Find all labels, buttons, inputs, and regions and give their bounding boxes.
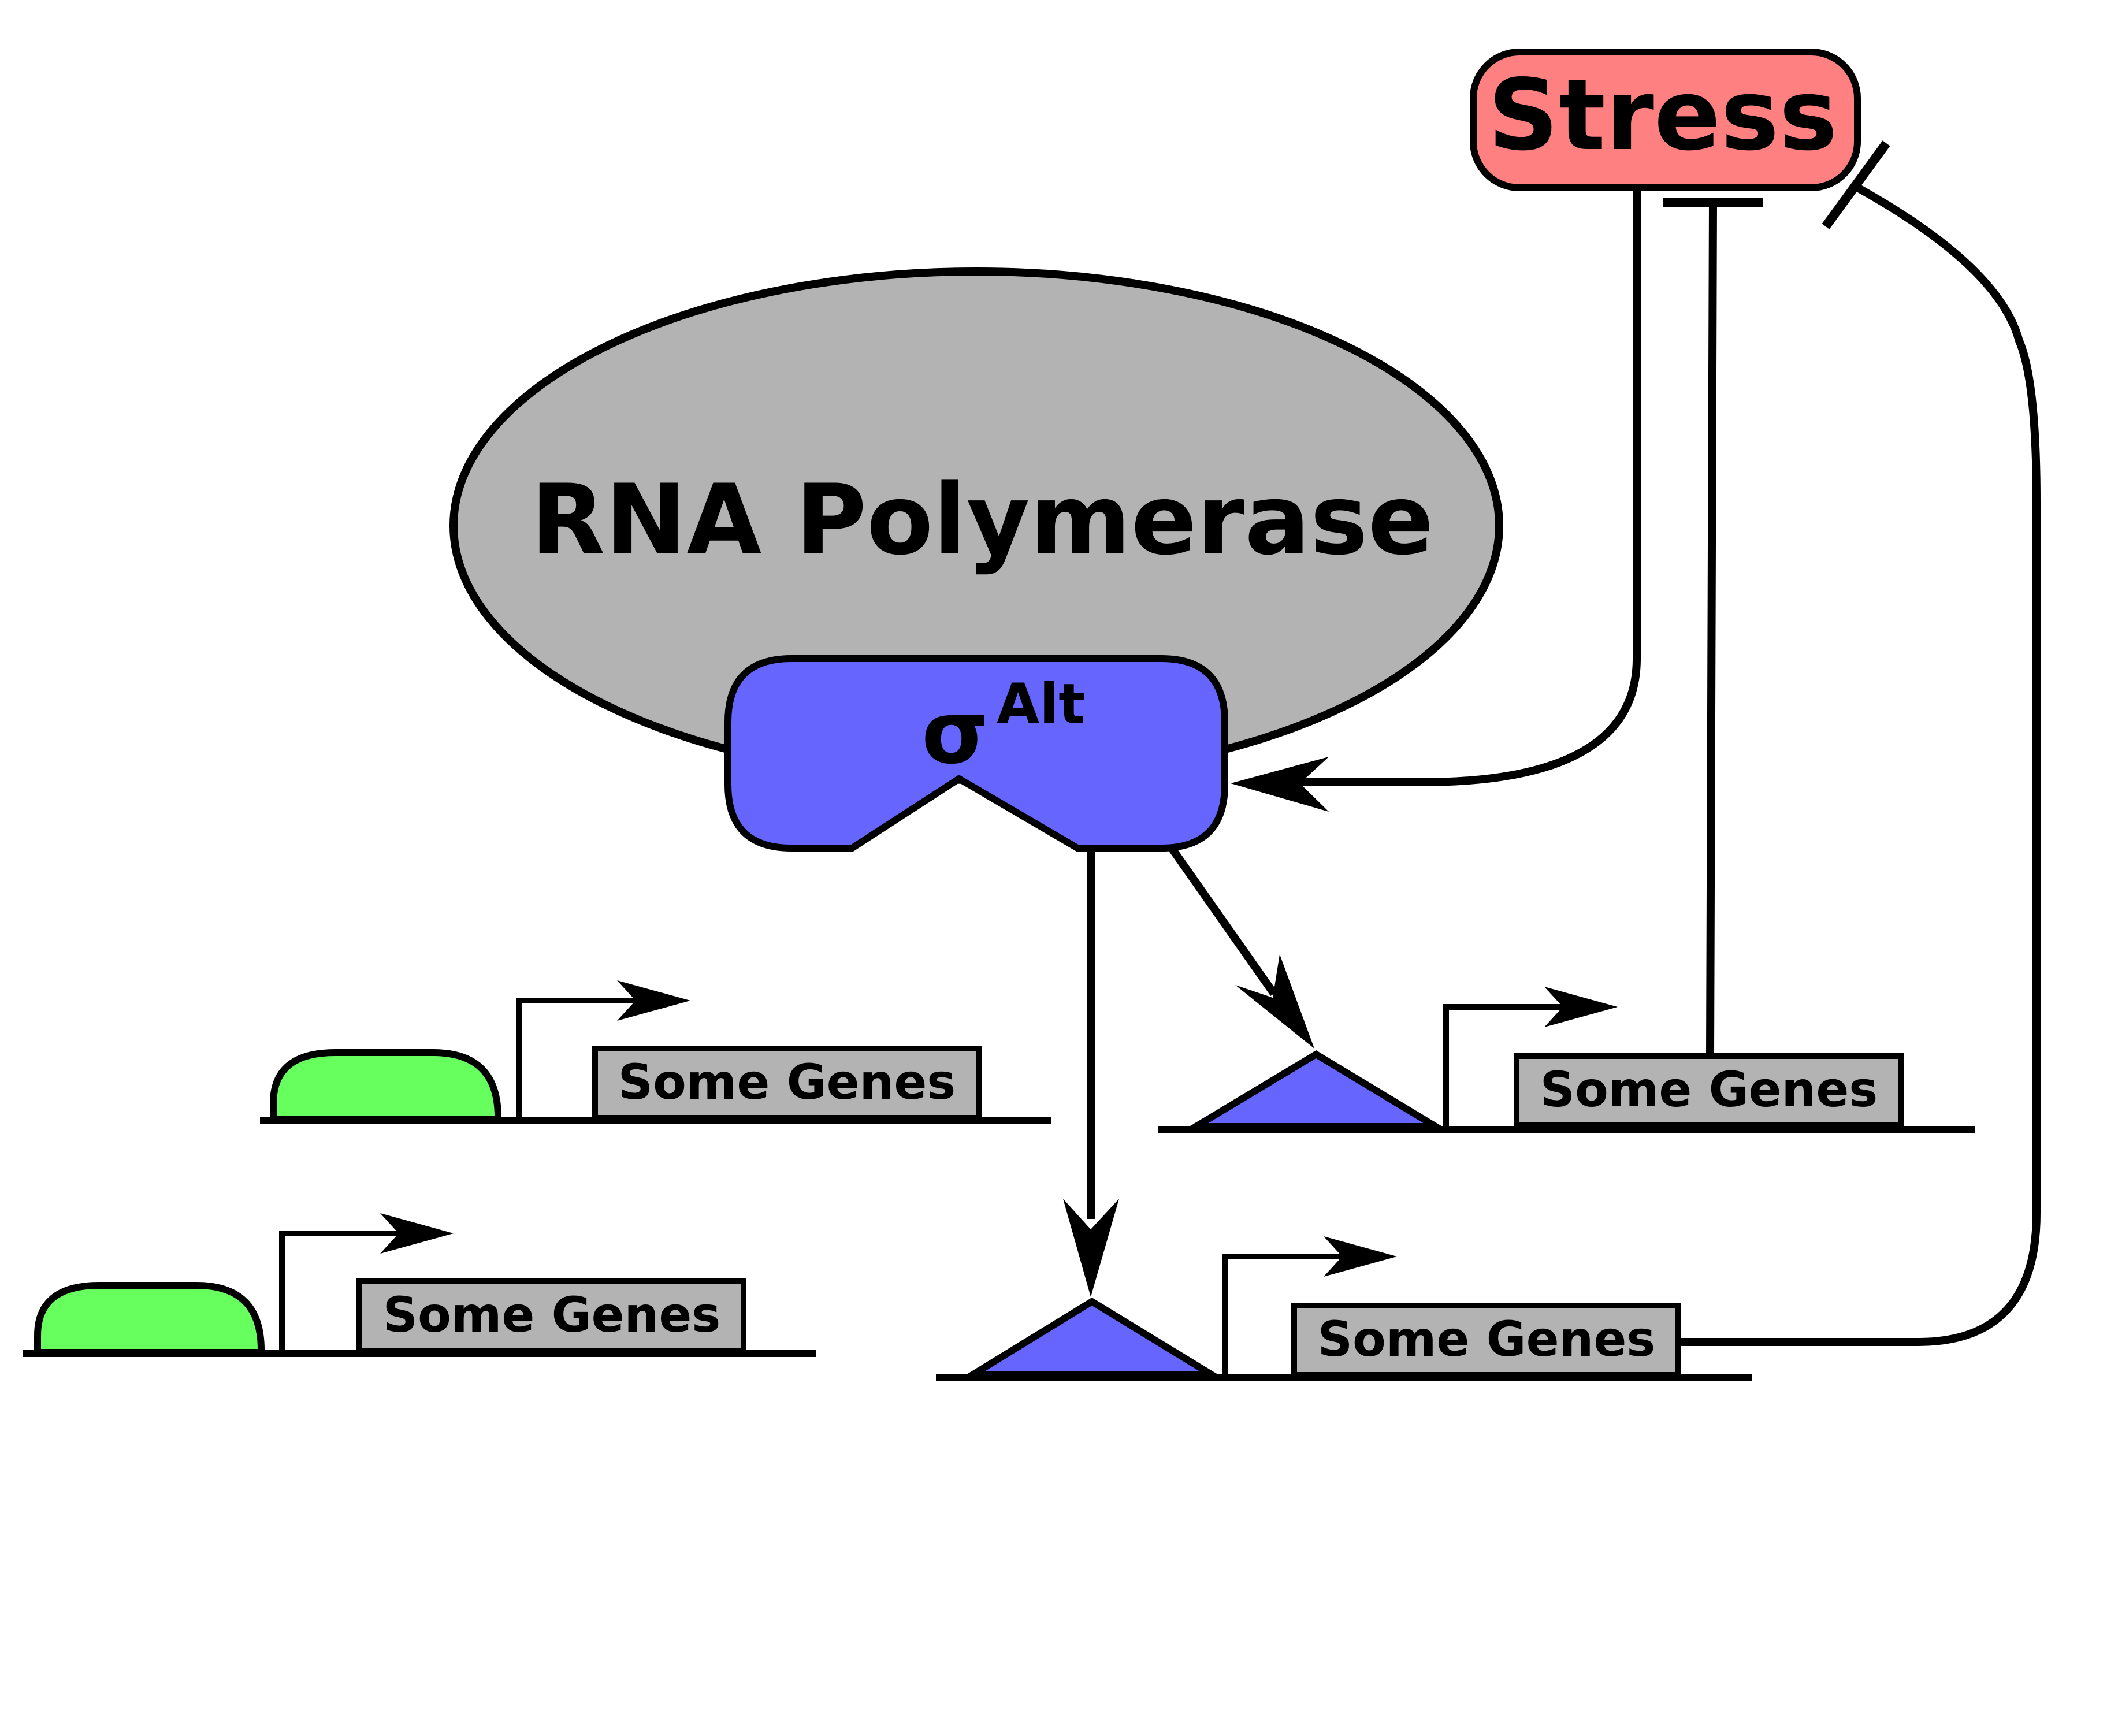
transcription-start-arrow	[1443, 1004, 1566, 1127]
gene-cassette-upper-right: Some Genes	[1158, 987, 1975, 1133]
gene-cassette-upper-left: Some Genes	[260, 980, 1051, 1124]
stress-activates-sigma-arrowhead	[1231, 757, 1329, 812]
lower-gene-inhibits-stress-edge	[1677, 182, 2041, 1346]
sigma-superscript: Alt	[997, 672, 1085, 737]
gene-label: Some Genes	[383, 1287, 721, 1343]
stress-activates-sigma-edge	[1256, 188, 1641, 787]
gene-label: Some Genes	[1540, 1061, 1878, 1118]
gene-label: Some Genes	[618, 1054, 956, 1110]
transcription-start-arrow	[516, 998, 637, 1120]
stress-label: Stress	[1488, 58, 1837, 173]
constitutive-promoter	[34, 1282, 265, 1356]
sigma-promoter	[1183, 1050, 1448, 1130]
gene-box	[1291, 1303, 1681, 1378]
gene-box	[356, 1278, 746, 1354]
transcription-arrowhead	[380, 1213, 454, 1254]
gene-box	[592, 1046, 982, 1121]
gene-label: Some Genes	[1318, 1311, 1656, 1367]
transcription-start-arrow	[1222, 1254, 1345, 1375]
sigma-activates-lower-promoter-arrowhead	[1063, 1199, 1119, 1297]
upper-gene-inhibits-stress-edge	[1706, 202, 1717, 1057]
transcription-arrowhead	[1324, 1236, 1397, 1277]
gene-box	[1514, 1053, 1904, 1128]
sigma-alt-factor	[724, 655, 1228, 852]
stress-node	[1470, 49, 1861, 191]
sigma-activates-upper-promoter-edge	[1168, 845, 1277, 997]
rna-polymerase-label: RNA Polymerase	[530, 463, 1433, 577]
transcription-arrowhead	[1544, 987, 1618, 1027]
sigma-promoter	[960, 1297, 1225, 1378]
gene-cassette-lower-right: Some Genes	[936, 1236, 1752, 1381]
transcription-start-arrow	[279, 1231, 400, 1352]
constitutive-promoter	[270, 1049, 501, 1123]
transcription-arrowhead	[617, 980, 690, 1021]
gene-cassette-lower-left: Some Genes	[23, 1213, 816, 1357]
sigma-activates-upper-promoter-arrowhead	[1235, 954, 1314, 1049]
lower-gene-inhibits-stress-bar	[1822, 140, 1890, 229]
sigma-symbol: σ	[921, 683, 989, 783]
